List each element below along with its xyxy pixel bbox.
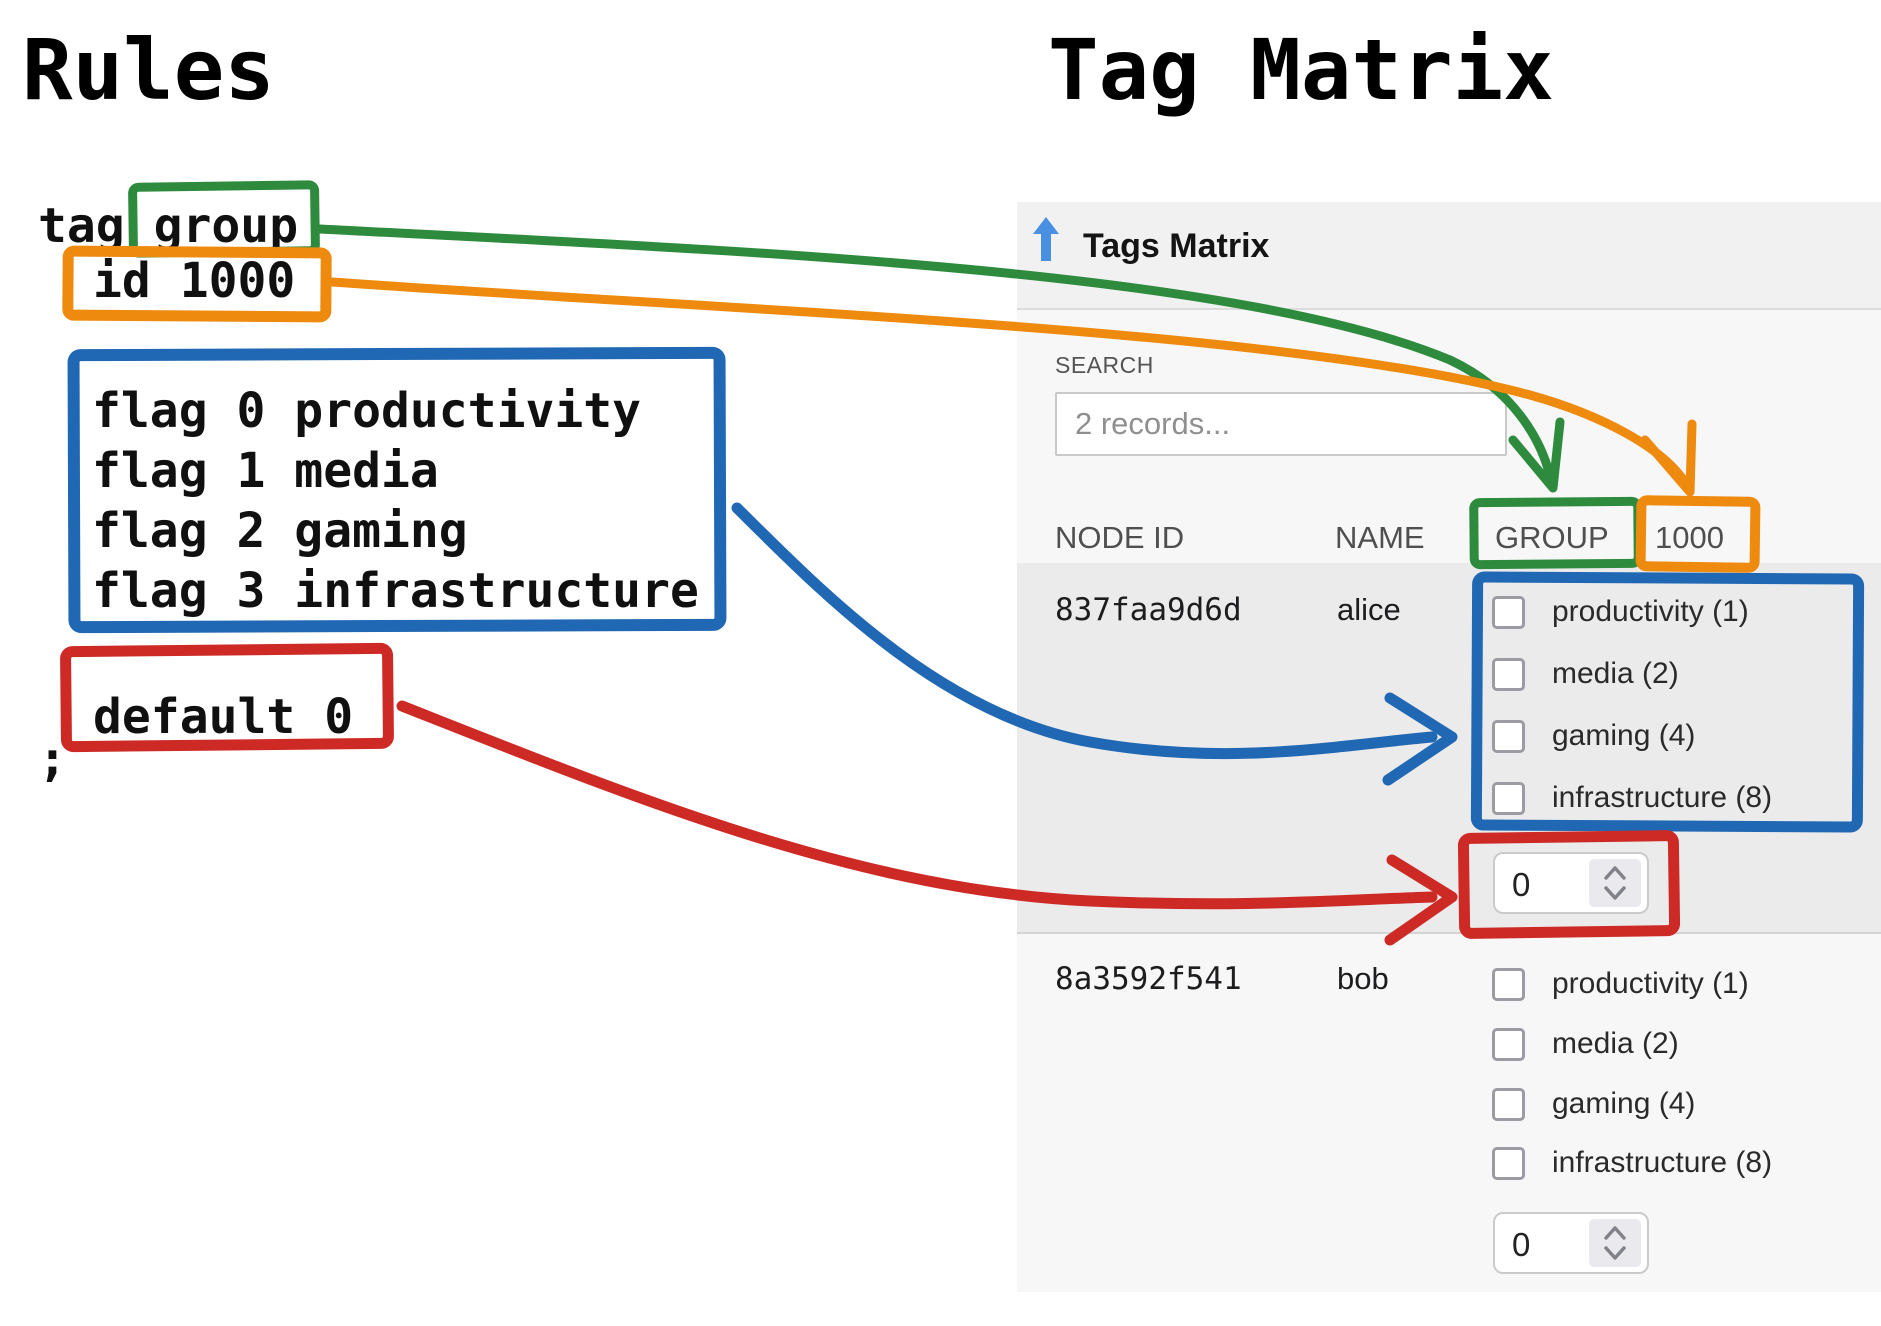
tag-option-row: gaming (4) [1492,719,1696,753]
spinner-value: 0 [1512,1226,1531,1263]
tag-option-row: media (2) [1492,1027,1679,1061]
checkbox-label: media (2) [1552,1027,1679,1060]
checkbox-label: media (2) [1552,657,1679,690]
spinner-chevrons-icon [1604,866,1626,900]
tag-matrix-heading: Tag Matrix [1048,21,1554,119]
tags-matrix-panel: Tags Matrix SEARCH NODE ID NAME GROUP 10… [1017,202,1881,1292]
name-cell: bob [1337,961,1389,996]
checkbox-label: productivity (1) [1552,967,1749,1000]
column-header-1000: 1000 [1655,520,1724,555]
code-line-flag-0: flag 0 productivity [92,383,642,439]
checkbox-label: productivity (1) [1552,595,1749,628]
spinner-value: 0 [1512,866,1531,903]
checkbox-label: infrastructure (8) [1552,781,1773,814]
checkbox[interactable] [1492,967,1525,1001]
checkbox-label: gaming (4) [1552,719,1696,752]
rules-heading: Rules [22,21,275,119]
checkbox[interactable] [1492,1146,1525,1180]
column-header-node-id: NODE ID [1055,520,1185,555]
code-line-flag-1: flag 1 media [92,443,439,499]
checkbox[interactable] [1492,1027,1525,1061]
tag-option-row: productivity (1) [1492,595,1749,629]
value-spinner[interactable]: 0 [1493,852,1649,914]
code-terminator: ; [38,731,67,787]
checkbox[interactable] [1492,719,1525,753]
checkbox[interactable] [1492,781,1525,815]
tag-option-row: productivity (1) [1492,967,1749,1001]
checkbox[interactable] [1492,657,1525,691]
tag-option-row: infrastructure (8) [1492,1146,1773,1180]
search-label: SEARCH [1055,352,1154,378]
column-header-group: GROUP [1495,520,1609,555]
panel-title: Tags Matrix [1083,227,1270,265]
name-cell: alice [1337,592,1401,627]
search-input[interactable] [1055,392,1507,456]
checkbox-label: gaming (4) [1552,1087,1696,1120]
node-id-cell: 8a3592f541 [1055,961,1242,997]
code-line-id: id 1000 [93,253,296,309]
tag-option-row: gaming (4) [1492,1087,1696,1121]
checkbox[interactable] [1492,595,1525,629]
code-line-flag-2: flag 2 gaming [92,503,468,559]
code-keyword-tag: tag [38,198,125,254]
code-line-default: default 0 [93,689,354,745]
checkbox-label: infrastructure (8) [1552,1146,1773,1179]
node-id-cell: 837faa9d6d [1055,592,1242,628]
value-spinner[interactable]: 0 [1493,1212,1649,1274]
tag-option-row: media (2) [1492,657,1679,691]
column-header-name: NAME [1335,520,1425,555]
panel-header: Tags Matrix [1017,202,1881,310]
code-line-flag-3: flag 3 infrastructure [92,563,699,619]
spinner-chevrons-icon [1604,1226,1626,1260]
spinner-buttons[interactable] [1589,1219,1641,1267]
spinner-buttons[interactable] [1589,859,1641,907]
tag-option-row: infrastructure (8) [1492,781,1773,815]
code-tag-name: group [153,198,299,254]
up-arrow-icon[interactable] [1033,217,1059,263]
checkbox[interactable] [1492,1087,1525,1121]
row-divider [1017,932,1881,934]
